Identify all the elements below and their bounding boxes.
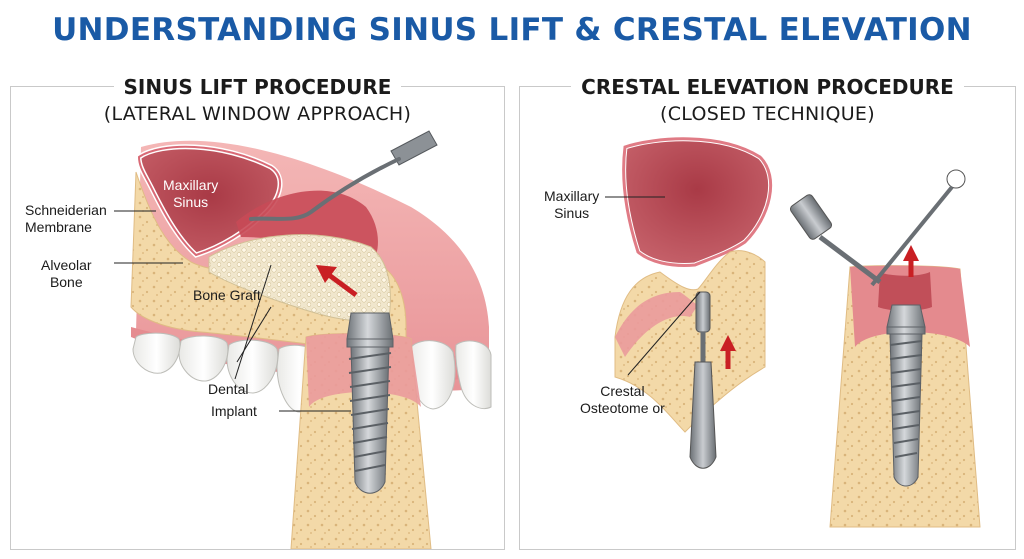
- elevation-arrow-left: [720, 335, 736, 369]
- elevation-arrow: [316, 265, 358, 298]
- label-crestal-osteotome: Crestal Osteotome or: [580, 383, 665, 416]
- sinus-lift-heading: SINUS LIFT PROCEDURE: [113, 75, 402, 99]
- elevator-instrument: [249, 130, 438, 221]
- dental-implant: [346, 312, 394, 494]
- label-schneiderian-membrane: Schneiderian Membrane: [25, 202, 107, 235]
- crestal-elevation-heading: CRESTAL ELEVATION PROCEDURE: [571, 75, 964, 99]
- osteotome-small: [689, 291, 717, 469]
- page-title: UNDERSTANDING SINUS LIFT & CRESTAL ELEVA…: [52, 12, 972, 48]
- sinus-lift-panel: SINUS LIFT PROCEDURE (LATERAL WINDOW APP…: [10, 75, 505, 550]
- label-maxillary-sinus: Maxillary Sinus: [163, 177, 219, 210]
- label-maxillary-sinus-crestal: Maxillary Sinus: [544, 188, 600, 221]
- crestal-elevation-illustration: [605, 136, 981, 528]
- crestal-implant: [886, 304, 926, 487]
- label-dental: Dental: [208, 381, 249, 397]
- sinus-lift-subheading: (LATERAL WINDOW APPROACH): [103, 103, 412, 125]
- drill-instrument: [870, 169, 966, 287]
- label-alveolar-bone: Alveolar Bone: [41, 257, 92, 290]
- label-bone-graft: Bone Graft: [193, 287, 261, 303]
- sinus-lift-header: SINUS LIFT PROCEDURE (LATERAL WINDOW APP…: [11, 75, 504, 125]
- crestal-elevation-panel: CRESTAL ELEVATION PROCEDURE (CLOSED TECH…: [519, 75, 1016, 550]
- crestal-elevation-subheading: (CLOSED TECHNIQUE): [660, 103, 875, 125]
- label-implant: Implant: [211, 403, 257, 419]
- sinus-lift-illustration: [114, 130, 492, 549]
- crestal-elevation-header: CRESTAL ELEVATION PROCEDURE (CLOSED TECH…: [520, 75, 1015, 125]
- elevation-arrow-right: [903, 245, 919, 277]
- osteotome-mallet: [789, 194, 882, 284]
